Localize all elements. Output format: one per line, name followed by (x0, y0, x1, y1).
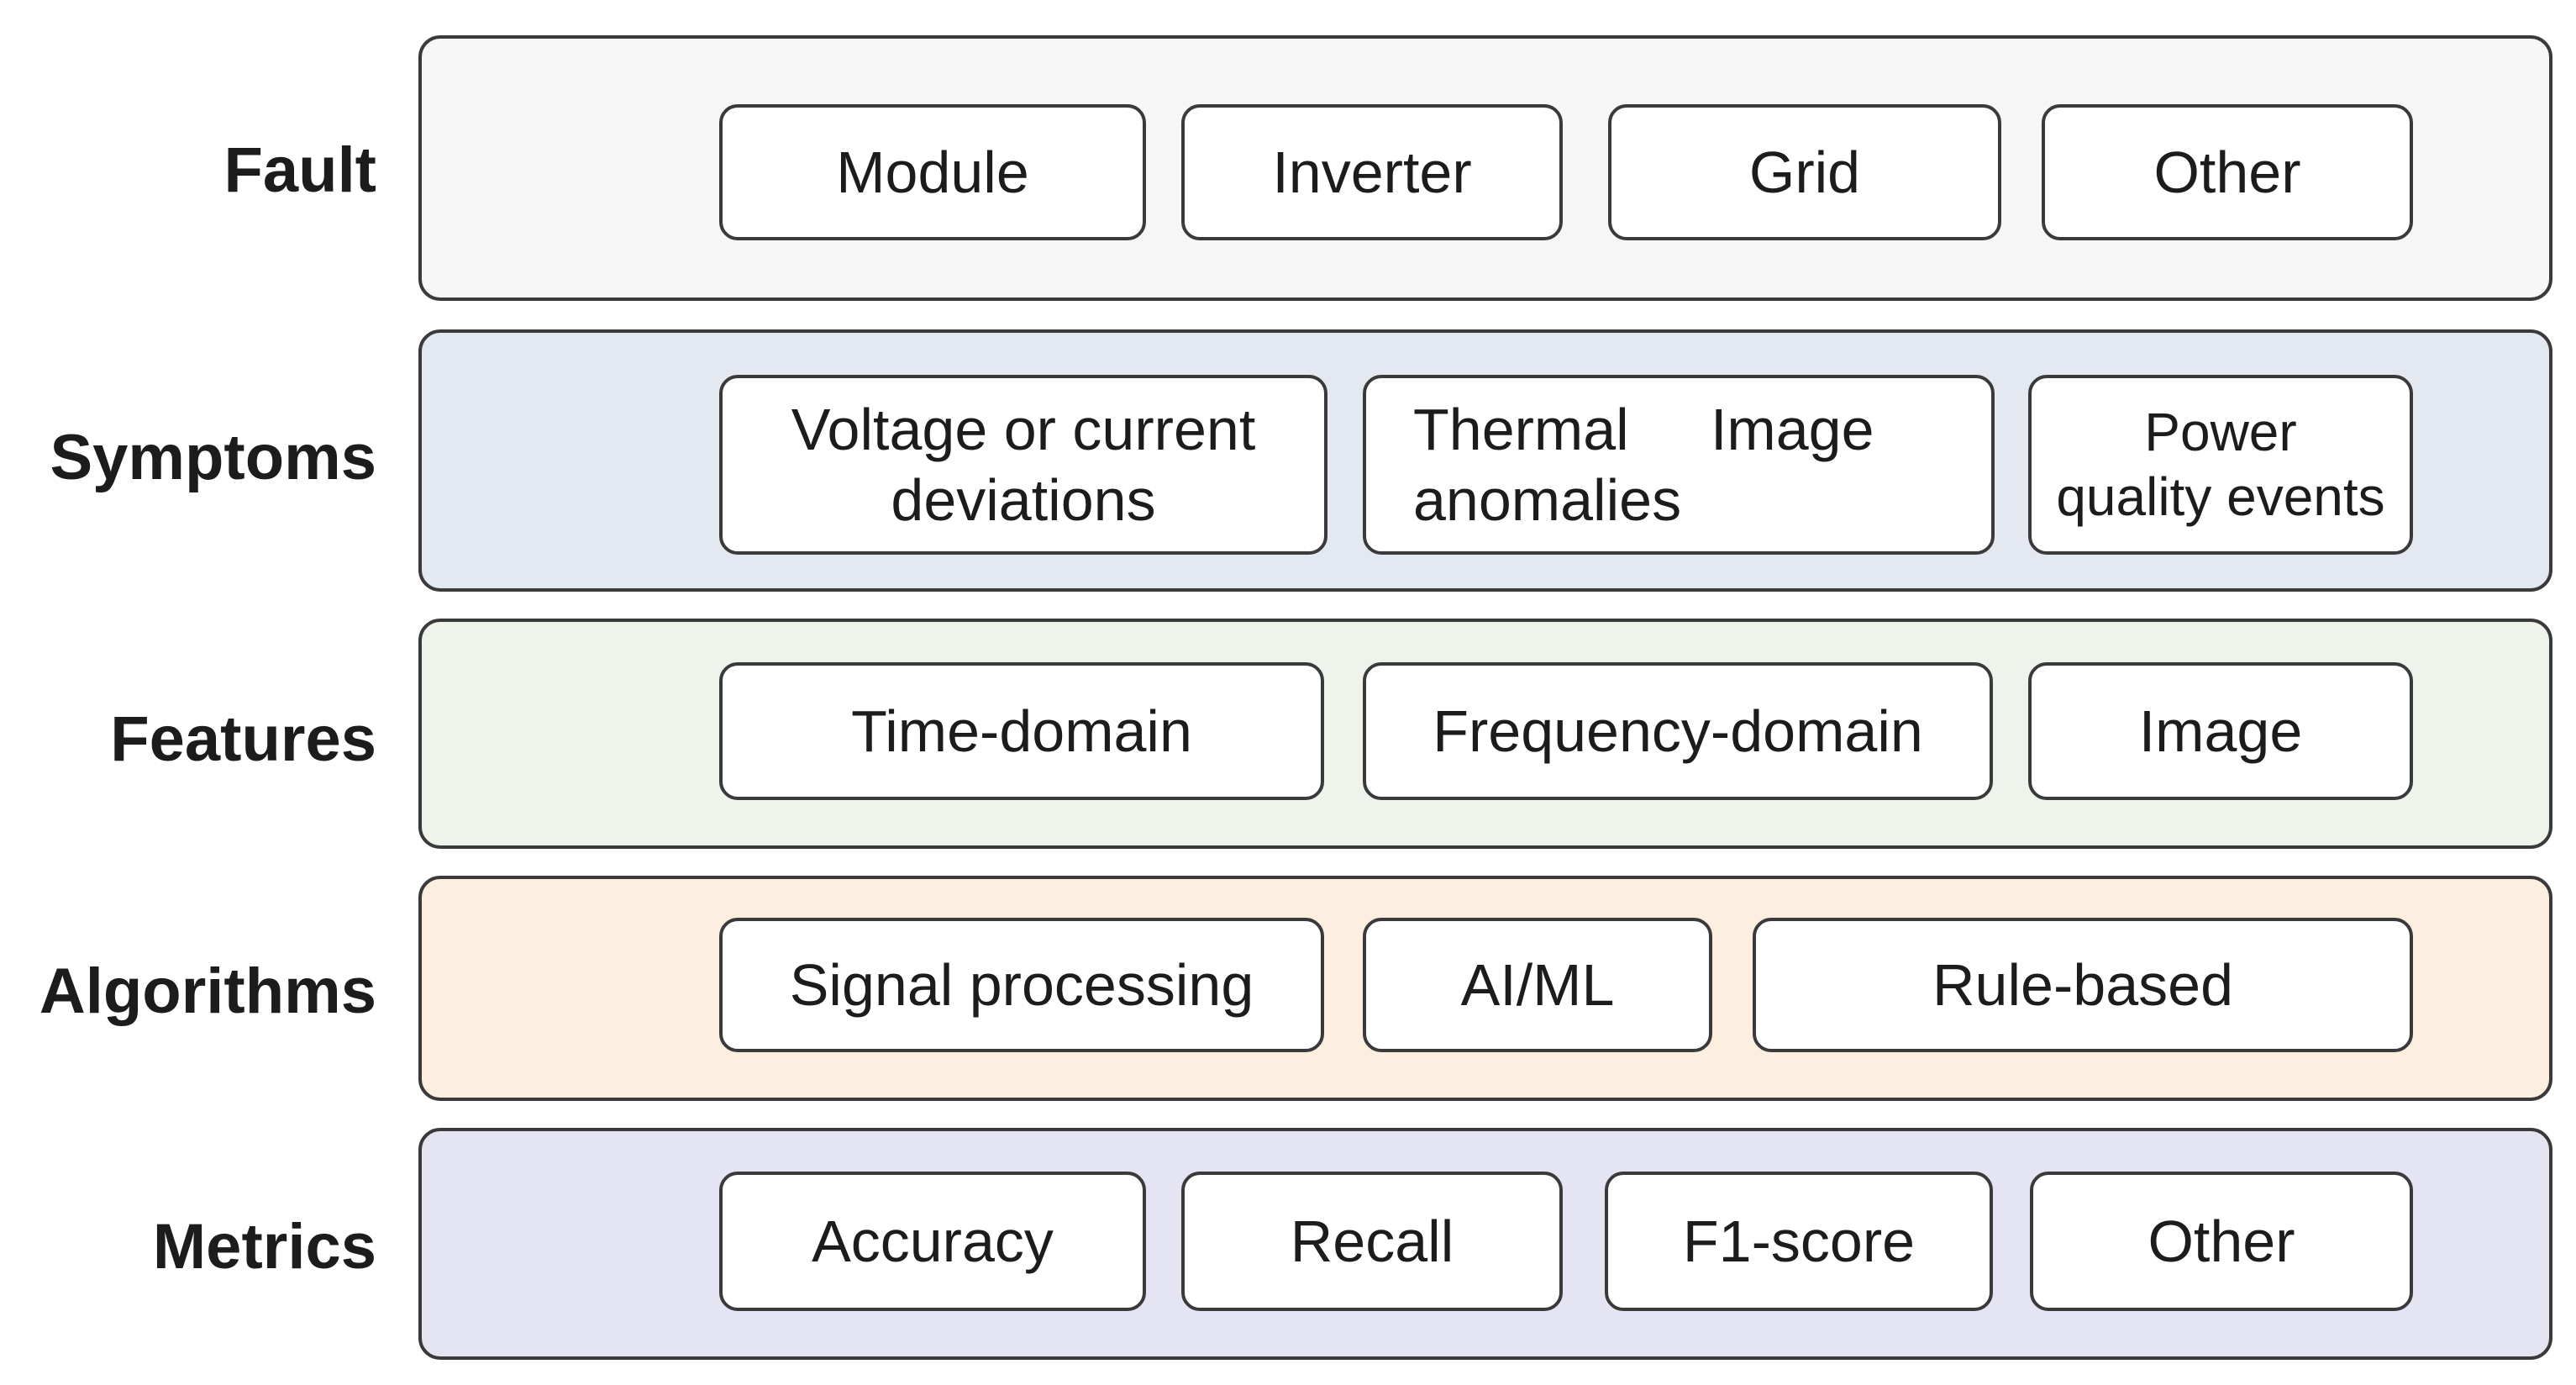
row-label-metrics: Metrics (152, 1211, 376, 1282)
symptoms-item-voltage-current: Voltage or current deviations (719, 375, 1327, 555)
algorithms-item-signal-processing: Signal processing (719, 918, 1324, 1052)
fault-item-module: Module (719, 104, 1146, 240)
features-item-frequency-domain: Frequency-domain (1363, 662, 1993, 800)
algorithms-item-ai-ml: AI/ML (1363, 918, 1712, 1052)
row-label-symptoms: Symptoms (50, 422, 376, 493)
features-item-time-domain: Time-domain (719, 662, 1324, 800)
fault-item-grid: Grid (1608, 104, 2001, 240)
metrics-item-recall: Recall (1181, 1172, 1563, 1311)
metrics-item-f1-score: F1-score (1605, 1172, 1993, 1311)
symptoms-item-thermal-image: Thermal Image anomalies (1363, 375, 1995, 555)
features-item-image: Image (2028, 662, 2413, 800)
metrics-item-accuracy: Accuracy (719, 1172, 1146, 1311)
row-label-features: Features (110, 703, 376, 775)
row-label-algorithms: Algorithms (39, 956, 376, 1027)
metrics-item-other: Other (2030, 1172, 2413, 1311)
row-label-fault: Fault (223, 134, 376, 206)
algorithms-item-rule-based: Rule-based (1753, 918, 2413, 1052)
fault-item-other: Other (2042, 104, 2413, 240)
fault-item-inverter: Inverter (1181, 104, 1563, 240)
symptoms-item-power-quality: Power quality events (2028, 375, 2413, 555)
